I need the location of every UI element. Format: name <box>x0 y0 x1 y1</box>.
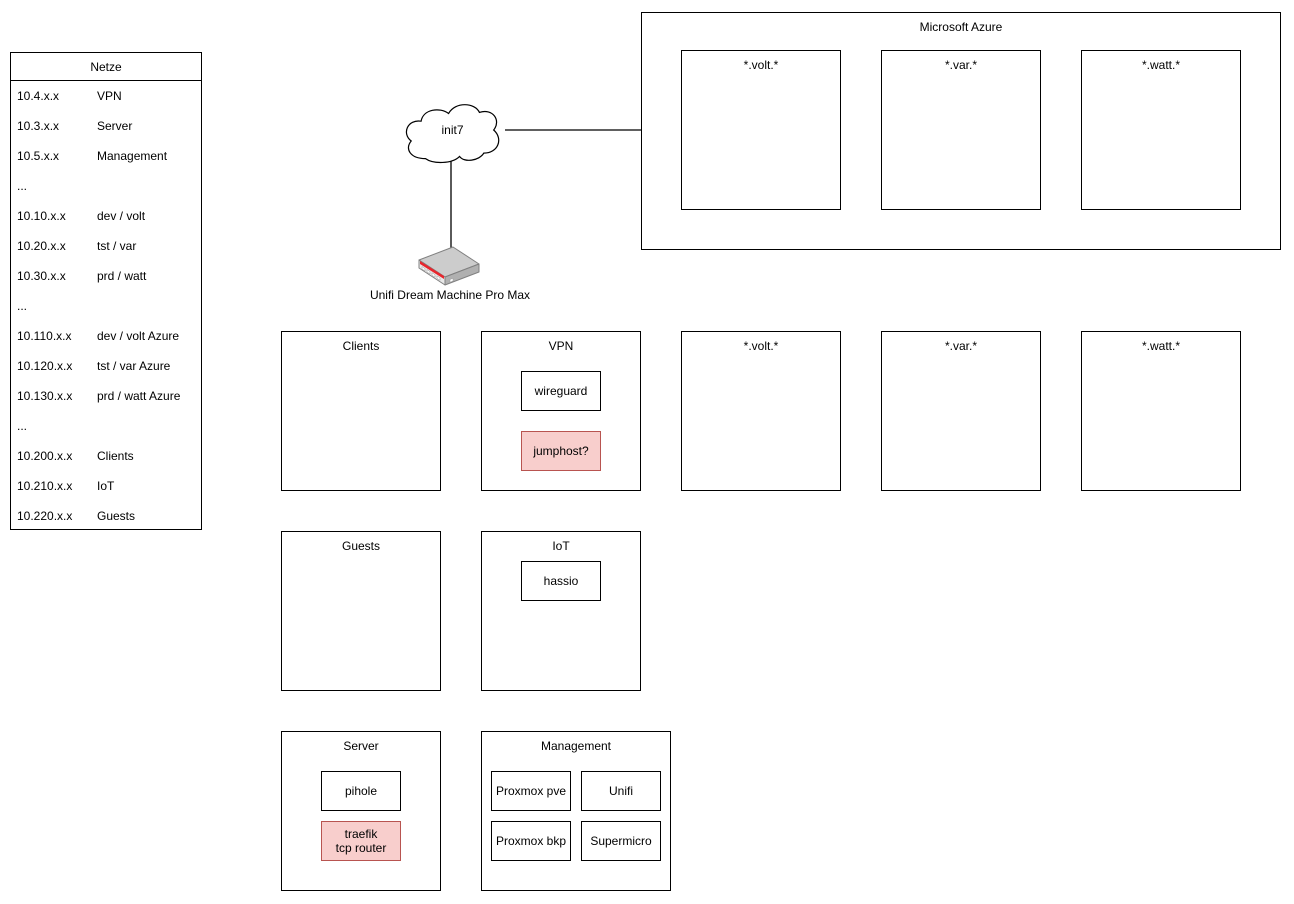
azure-box-var: *.var.* <box>881 50 1041 210</box>
network-box-volt: *.volt.* <box>681 331 841 491</box>
node-unifi: Unifi <box>581 771 661 811</box>
table-row: 10.210.x.x IoT <box>11 471 201 501</box>
table-row: 10.4.x.x VPN <box>11 81 201 111</box>
router-label: Unifi Dream Machine Pro Max <box>369 288 531 302</box>
netze-table: Netze 10.4.x.x VPN 10.3.x.x Server 10.5.x.… <box>10 52 202 530</box>
azure-box-watt-title: *.watt.* <box>1141 58 1180 72</box>
ip-cell: 10.130.x.x <box>17 389 73 403</box>
network-box-iot: IoT <box>481 531 641 691</box>
name-cell: Server <box>97 119 133 133</box>
azure-box-var-title: *.var.* <box>944 58 977 72</box>
netze-table-body: 10.4.x.x VPN 10.3.x.x Server 10.5.x.x Manag… <box>11 81 201 531</box>
netze-table-title: Netze <box>11 53 201 81</box>
ip-cell: 10.200.x.x <box>17 449 73 463</box>
router-icon <box>418 246 480 286</box>
node-hassio: hassio <box>521 561 601 601</box>
network-box-server: Server <box>281 731 441 891</box>
table-row: 10.20.x.x tst / var <box>11 231 201 261</box>
ip-cell: ... <box>17 419 28 433</box>
vpn-title: VPN <box>548 339 574 353</box>
network-box-management: Management <box>481 731 671 891</box>
network-box-clients: Clients <box>281 331 441 491</box>
ip-cell: 10.20.x.x <box>17 239 66 253</box>
table-row: 10.3.x.x Server <box>11 111 201 141</box>
server-title: Server <box>343 739 379 753</box>
name-cell: prd / watt Azure <box>97 389 181 403</box>
watt-title: *.watt.* <box>1141 339 1180 353</box>
guests-title: Guests <box>341 539 380 553</box>
node-traefik: traefik tcp router <box>321 821 401 861</box>
network-box-var: *.var.* <box>881 331 1041 491</box>
ip-cell: 10.30.x.x <box>17 269 66 283</box>
table-row: 10.110.x.x dev / volt Azure <box>11 321 201 351</box>
ip-cell: 10.220.x.x <box>17 509 73 523</box>
name-cell: dev / volt Azure <box>97 329 180 343</box>
node-supermicro: Supermicro <box>581 821 661 861</box>
ip-cell: 10.4.x.x <box>17 89 60 103</box>
node-wireguard: wireguard <box>521 371 601 411</box>
name-cell: Management <box>97 149 168 163</box>
node-proxmox-bkp: Proxmox bkp <box>491 821 571 861</box>
iot-title: IoT <box>552 539 570 553</box>
azure-box-volt-title: *.volt.* <box>743 58 779 72</box>
node-proxmox-pve: Proxmox pve <box>491 771 571 811</box>
name-cell: Clients <box>97 449 134 463</box>
volt-title: *.volt.* <box>743 339 779 353</box>
ip-cell: 10.110.x.x <box>17 329 72 343</box>
clients-title: Clients <box>342 339 380 353</box>
name-cell: tst / var <box>97 239 137 253</box>
ip-cell: ... <box>17 179 28 193</box>
table-row: 10.200.x.x Clients <box>11 441 201 471</box>
table-row: 10.130.x.x prd / watt Azure <box>11 381 201 411</box>
table-row: 10.220.x.x Guests <box>11 501 201 531</box>
table-row: ... <box>11 171 201 201</box>
node-pihole: pihole <box>321 771 401 811</box>
table-row: 10.10.x.x dev / volt <box>11 201 201 231</box>
table-row: ... <box>11 411 201 441</box>
ip-cell: ... <box>17 299 28 313</box>
ip-cell: 10.10.x.x <box>17 209 66 223</box>
ip-cell: 10.120.x.x <box>17 359 73 373</box>
table-row: ... <box>11 291 201 321</box>
network-box-guests: Guests <box>281 531 441 691</box>
azure-box-volt: *.volt.* <box>681 50 841 210</box>
ip-cell: 10.3.x.x <box>17 119 60 133</box>
cloud-label: init7 <box>441 123 464 137</box>
azure-box-watt: *.watt.* <box>1081 50 1241 210</box>
network-box-watt: *.watt.* <box>1081 331 1241 491</box>
azure-title: Microsoft Azure <box>919 20 1003 34</box>
name-cell: Guests <box>97 509 136 523</box>
name-cell: prd / watt <box>97 269 147 283</box>
table-row: 10.5.x.x Management <box>11 141 201 171</box>
name-cell: dev / volt <box>97 209 146 223</box>
table-row: 10.120.x.x tst / var Azure <box>11 351 201 381</box>
ip-cell: 10.210.x.x <box>17 479 73 493</box>
name-cell: VPN <box>97 89 122 103</box>
name-cell: IoT <box>97 479 115 493</box>
var-title: *.var.* <box>944 339 977 353</box>
ip-cell: 10.5.x.x <box>17 149 60 163</box>
management-title: Management <box>540 739 612 753</box>
table-row: 10.30.x.x prd / watt <box>11 261 201 291</box>
name-cell: tst / var Azure <box>97 359 171 373</box>
node-jumphost: jumphost? <box>521 431 601 471</box>
